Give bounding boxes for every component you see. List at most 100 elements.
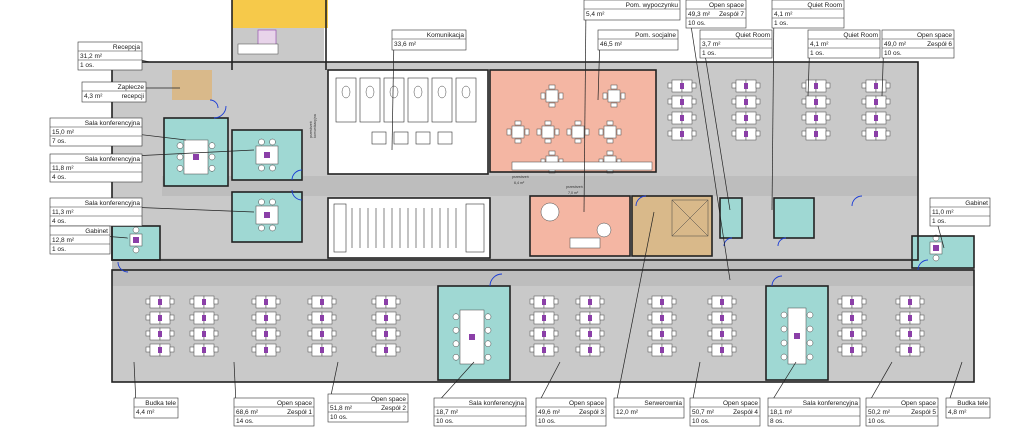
chair [707,346,713,353]
desk-cluster [731,79,761,141]
toilet-icon [389,85,399,99]
conference-table [780,307,814,365]
chair [606,138,614,144]
leader-line [133,361,137,405]
computer-icon [384,347,388,353]
conference-tables [129,138,943,365]
chair [529,314,535,321]
corridor-lower [112,258,974,286]
toilet-icon [341,85,351,99]
chair [176,153,184,161]
label-box [391,29,467,51]
chair [599,314,605,321]
chair [484,327,492,334]
room-name: Komunikacja [427,32,465,39]
computer-icon [202,331,206,337]
label-box [771,0,845,29]
wall-stairs [327,197,491,259]
social-table [598,120,622,144]
computer-icon [542,331,546,337]
desk-cluster [895,295,925,357]
room-name: Sala konferencyjna [85,200,141,207]
room-team: Zespół 6 [927,41,952,48]
sink [415,131,431,145]
chair [667,98,673,105]
chair [395,330,401,337]
room-name: Sala konferencyjna [469,400,525,407]
social-table [536,120,560,144]
conference-table [452,309,492,365]
computer-icon [720,299,724,305]
chair [919,330,925,337]
computer-icon [744,131,748,137]
chair [395,298,401,305]
chair [895,298,901,305]
chair [554,128,560,136]
chair [514,138,522,144]
chair [189,314,195,321]
door-conf-5 [771,275,783,287]
chair [132,226,140,234]
chair [598,128,604,136]
label-box [929,197,991,227]
chair [801,98,807,105]
chair [610,84,618,90]
room-name: Quiet Room [807,2,842,9]
room-area: 15,0 m² [52,129,75,136]
chair [269,198,276,206]
chair [331,346,337,353]
chair [484,313,492,320]
room-area: 18,7 m² [436,409,459,416]
wall-server [631,195,713,257]
computer-icon [720,315,724,321]
room-capacity: 8 os. [770,418,784,425]
chair [885,114,891,121]
chair [731,314,737,321]
toilets-block [328,70,490,258]
room-name: Open space [723,400,758,407]
door-office-left [117,261,129,273]
chair [616,128,622,136]
computer-icon [542,347,546,353]
chair [780,311,788,319]
room-name: Gabinet [965,200,988,207]
room-capacity: 1 os. [52,246,66,253]
chair [548,84,556,90]
quiet-room-b [774,198,814,238]
conference-table [176,139,216,175]
chair [544,120,552,126]
computer-icon [850,315,854,321]
label-box [81,81,147,103]
chair [780,353,788,361]
chair [837,314,843,321]
chair [484,354,492,361]
chair [574,120,582,126]
room-area: 3,7 m² [702,41,721,48]
chair [307,298,313,305]
room-name: Sala konferencyjna [803,400,859,407]
chair [145,314,151,321]
chair [731,298,737,305]
chair [825,98,831,105]
leader-line [701,35,731,211]
computer-icon [814,131,818,137]
computer-icon [814,99,818,105]
chair [861,314,867,321]
chair [825,82,831,89]
table [545,89,559,103]
chair [536,128,542,136]
chair [801,130,807,137]
table [607,89,621,103]
toilet-icon [365,85,375,99]
leader-line [233,361,237,405]
chair [599,330,605,337]
chair [885,130,891,137]
lounge-sofa [569,237,601,249]
table [511,125,525,139]
chair [707,330,713,337]
room-area: 4,3 m² [84,93,103,100]
